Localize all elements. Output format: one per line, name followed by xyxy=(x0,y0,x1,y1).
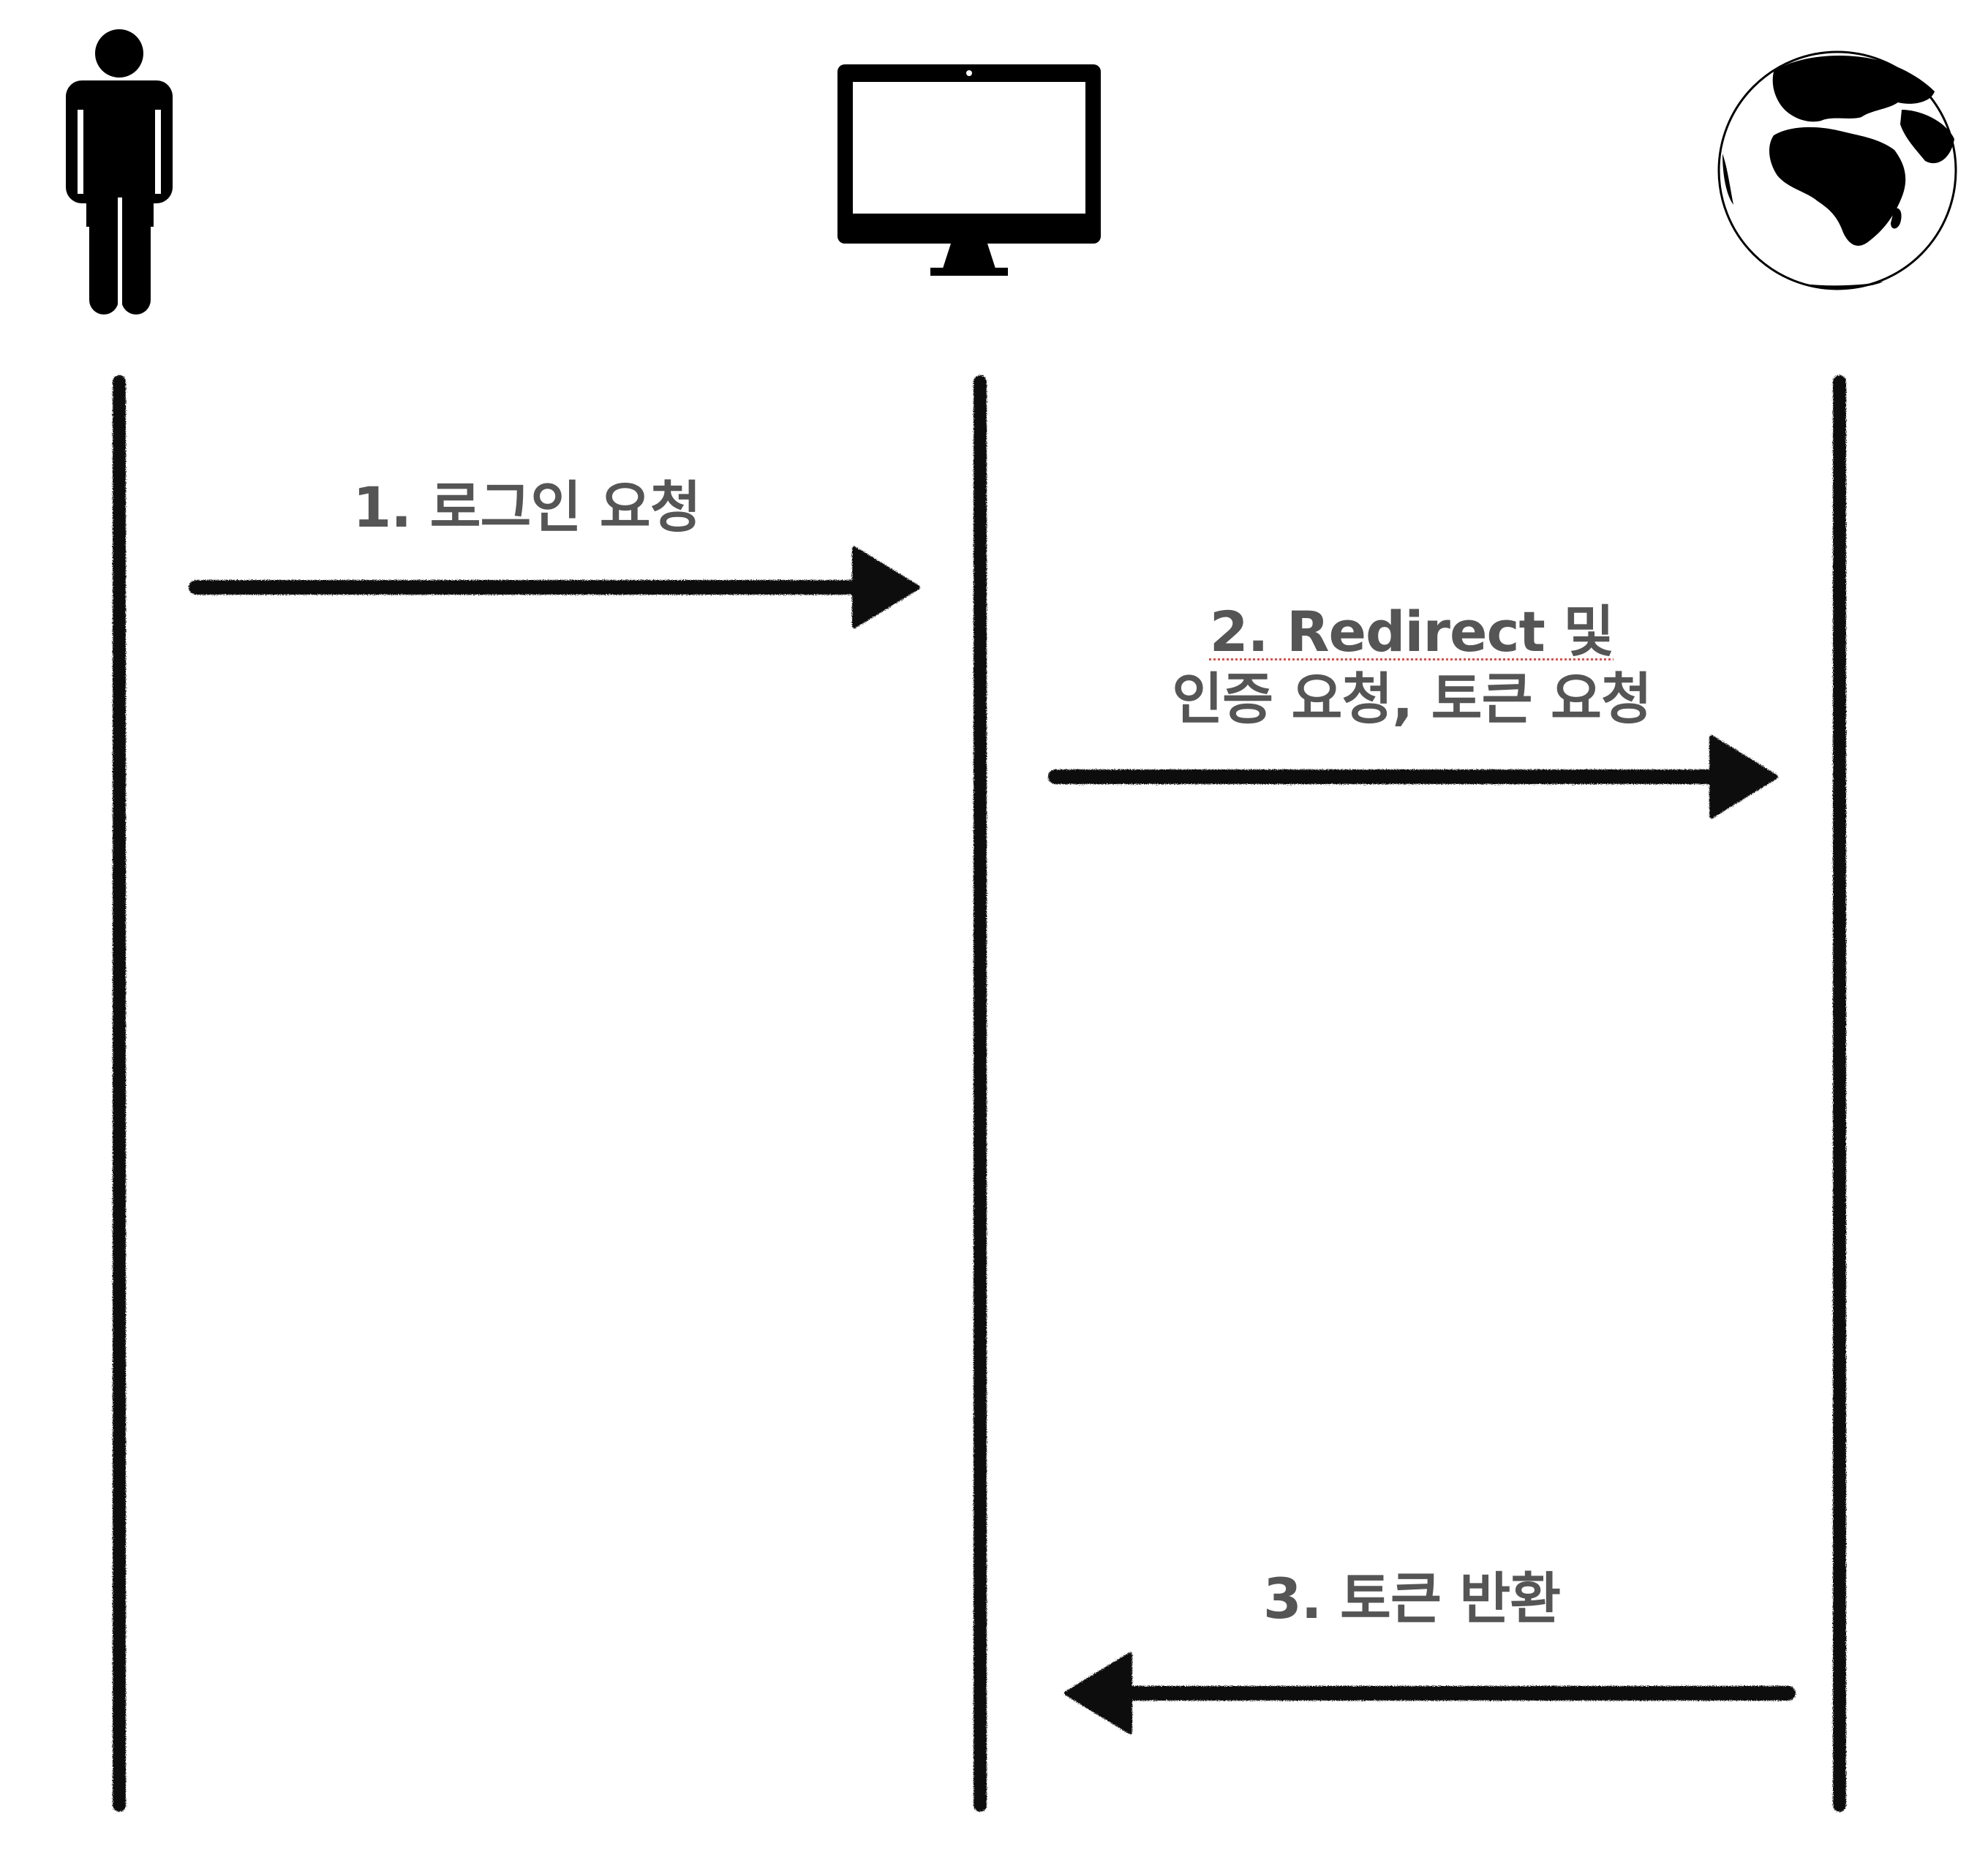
person-icon xyxy=(66,29,173,315)
arrow-redirect-auth-request xyxy=(1048,735,1778,818)
message-label-line: 2. Redirect 및 xyxy=(1126,598,1697,666)
message-label-line-text: 2. Redirect 및 xyxy=(1209,599,1615,664)
monitor-icon xyxy=(837,64,1101,276)
message-label-token-return: 3. 토큰 반환 xyxy=(1236,1565,1587,1633)
message-label-line: 1. 로그인 요청 xyxy=(353,475,701,540)
arrow-login-request xyxy=(189,546,920,628)
arrow-token-return xyxy=(1064,1652,1796,1734)
message-label-redirect-auth-request: 2. Redirect 및 인증 요청, 토큰 요청 xyxy=(1126,598,1697,733)
message-label-line: 3. 토큰 반환 xyxy=(1262,1566,1561,1631)
message-label-login-request: 1. 로그인 요청 xyxy=(344,474,709,541)
message-label-line: 인증 요청, 토큰 요청 xyxy=(1172,666,1652,731)
globe-icon xyxy=(1717,50,1957,290)
